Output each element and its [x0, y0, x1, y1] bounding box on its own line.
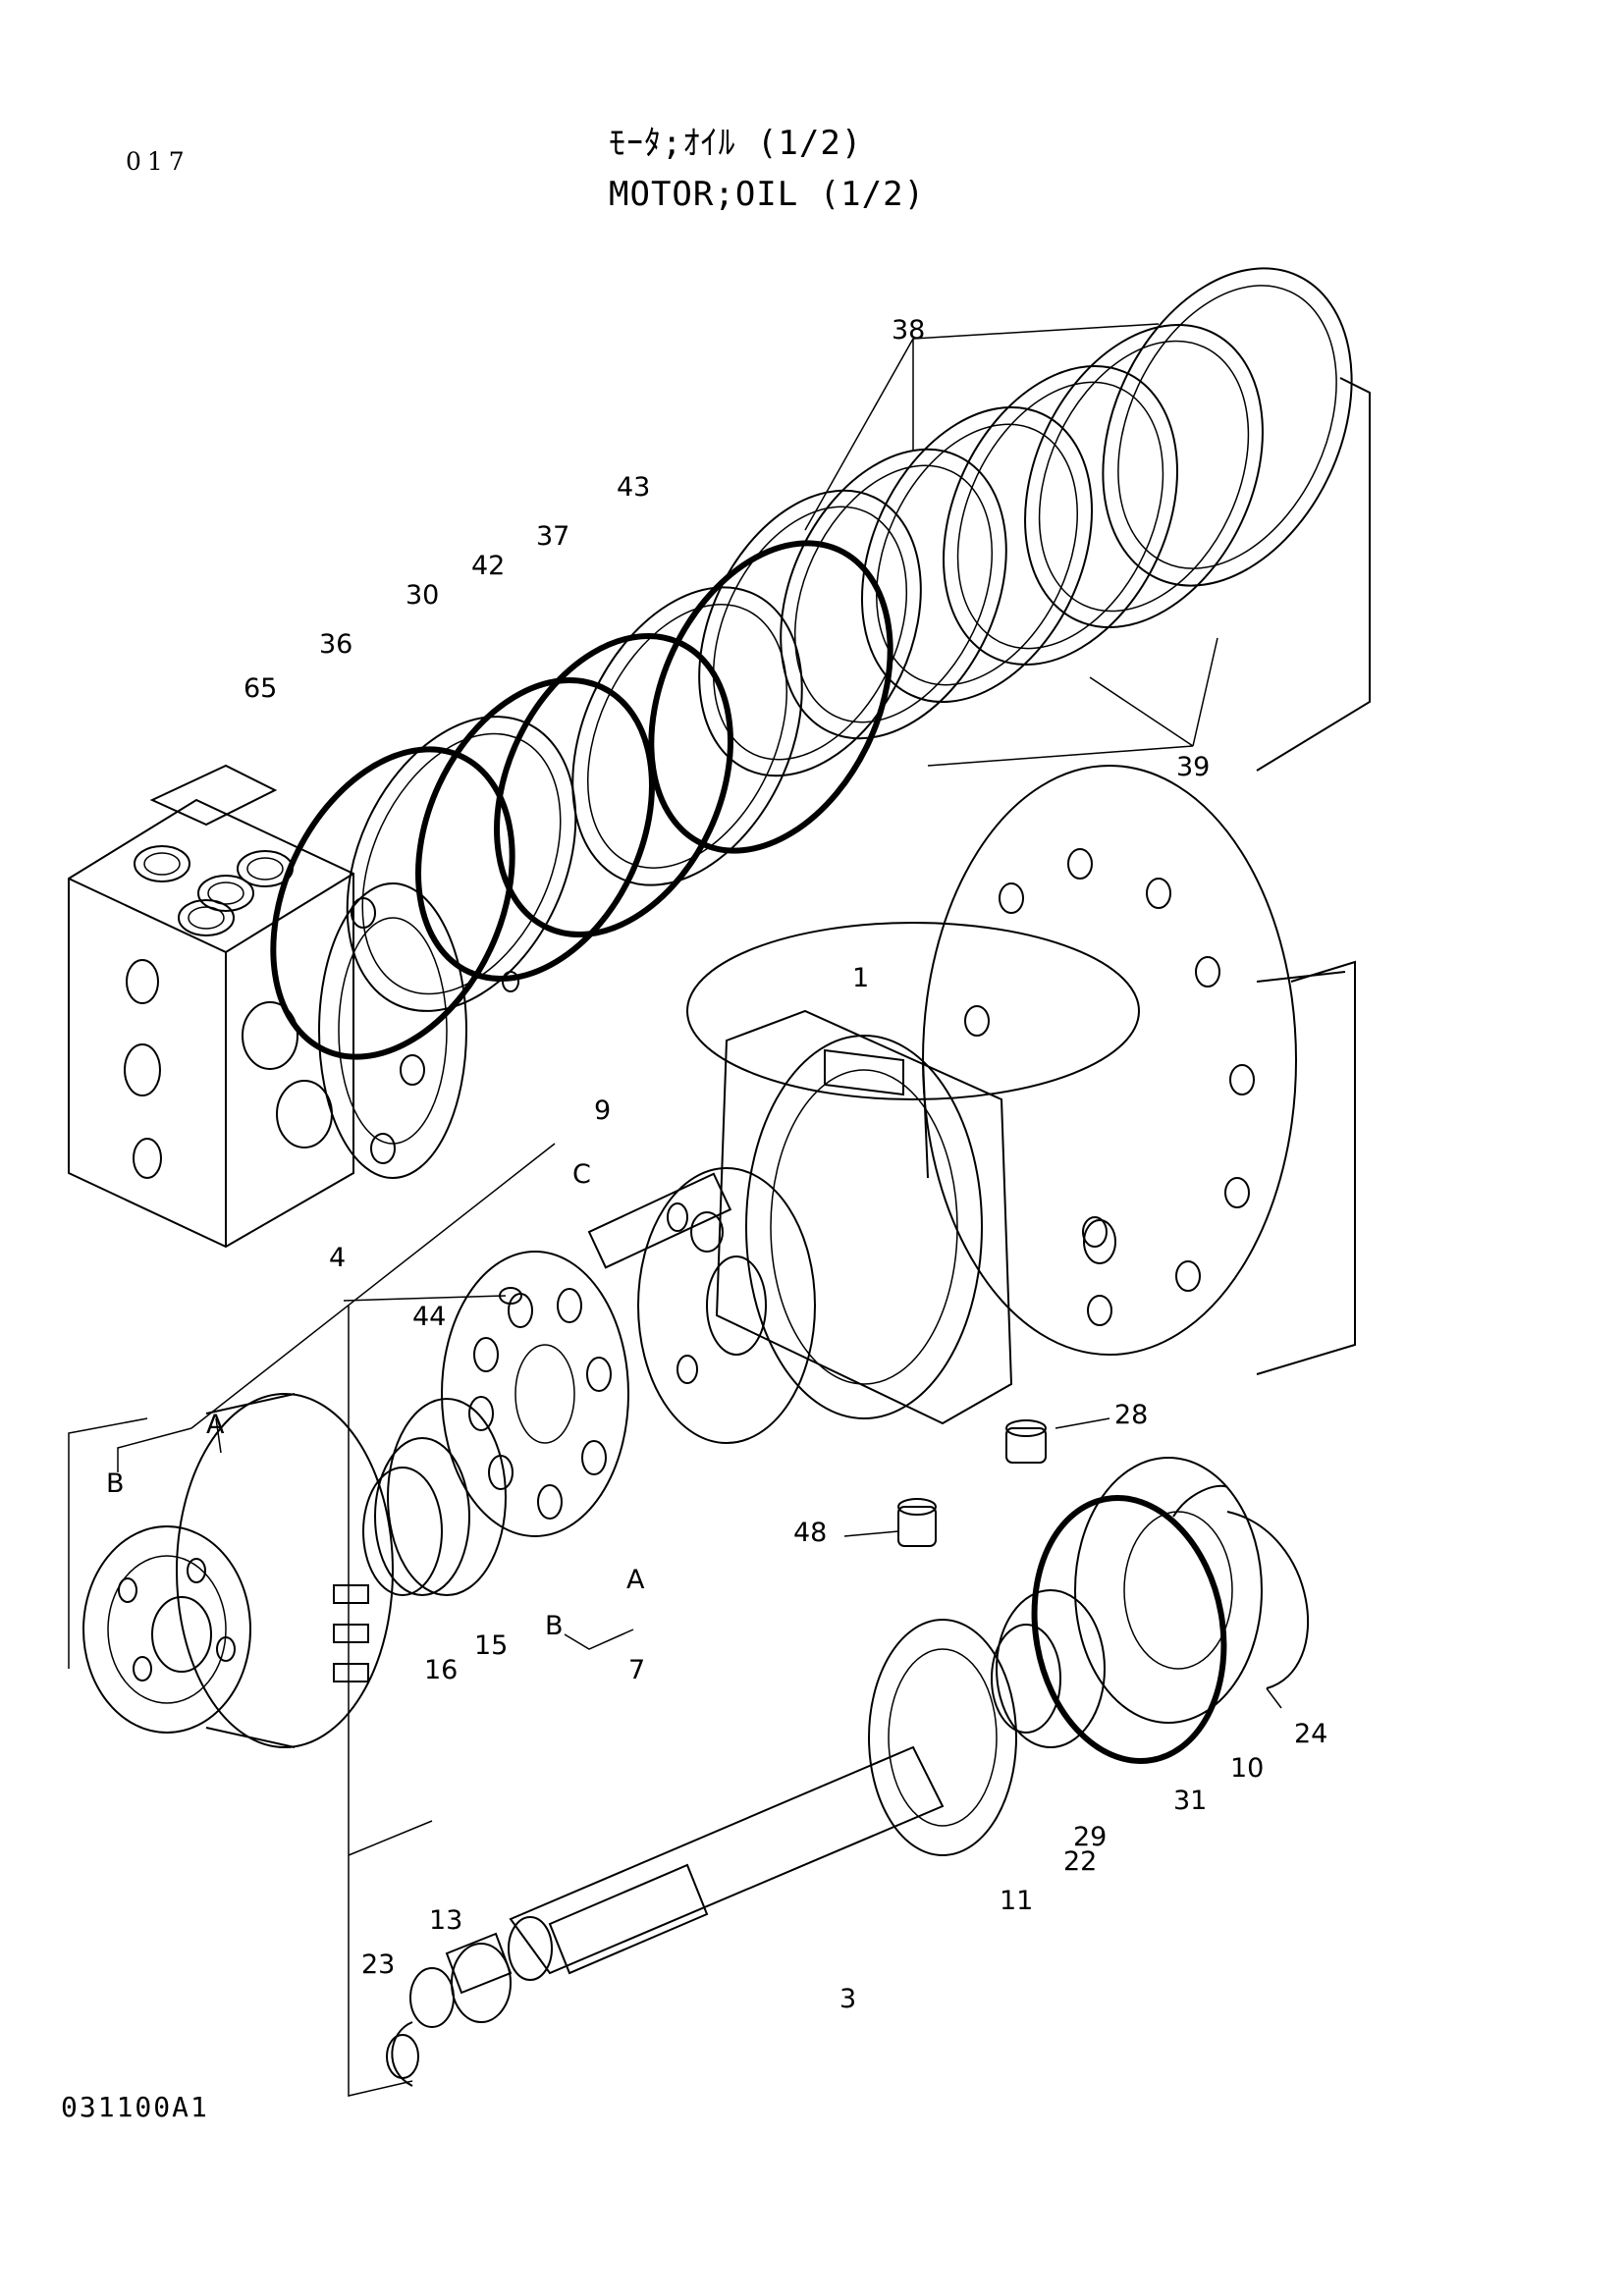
o-ring-43 [648, 540, 893, 854]
callout-7: 7 [628, 1655, 645, 1685]
o-ring-65 [270, 746, 515, 1060]
callout-42: 42 [471, 551, 505, 581]
spring-assembly [362, 1398, 507, 1596]
callout-38: 38 [892, 315, 925, 346]
callout-4: 4 [329, 1243, 346, 1273]
callout-a-left: A [206, 1410, 225, 1440]
callout-44: 44 [412, 1302, 446, 1332]
callout-13: 13 [429, 1905, 462, 1936]
callout-b-left: B [106, 1468, 125, 1499]
valve-plate [587, 1167, 816, 1444]
callout-a-right: A [626, 1565, 645, 1595]
callout-15: 15 [474, 1630, 508, 1661]
callout-11: 11 [1000, 1886, 1033, 1916]
callout-31: 31 [1173, 1786, 1207, 1816]
callout-37: 37 [536, 521, 569, 552]
callout-29: 29 [1073, 1822, 1107, 1852]
valve-block [68, 764, 467, 1249]
callout-3: 3 [839, 1984, 856, 2014]
callout-c: C [572, 1159, 591, 1190]
callout-43: 43 [617, 472, 650, 503]
callout-1: 1 [852, 963, 869, 993]
callout-16: 16 [424, 1655, 458, 1685]
callout-30: 30 [406, 580, 439, 611]
callout-10: 10 [1230, 1753, 1264, 1784]
callout-24: 24 [1294, 1719, 1327, 1749]
callout-28: 28 [1114, 1400, 1148, 1430]
callout-48: 48 [793, 1518, 827, 1548]
callout-36: 36 [319, 629, 352, 660]
leader-lines [68, 1143, 1282, 2097]
callout-labels: 38 39 43 37 42 30 36 65 1 9 C 4 44 A B 2… [106, 315, 1327, 2014]
callout-65: 65 [243, 673, 277, 704]
o-ring-42 [494, 632, 733, 938]
seal-ring-stack [270, 267, 1371, 1060]
callout-39: 39 [1176, 752, 1210, 782]
callout-22: 22 [1063, 1846, 1097, 1877]
o-ring-30 [415, 676, 655, 983]
housing [667, 922, 1140, 1425]
drawing-code: 031100A1 [61, 2091, 209, 2123]
title-japanese: ﾓｰﾀ;ｵｲﾙ (1/2) [609, 124, 863, 163]
drive-shaft [451, 1457, 1310, 2023]
motor-casing [922, 765, 1356, 1375]
page-number: 017 [126, 147, 190, 176]
retainer-plate [441, 971, 629, 1537]
callout-9: 9 [594, 1095, 611, 1126]
callout-b-right: B [545, 1611, 564, 1641]
small-parts [386, 1419, 1047, 2087]
title-english: MOTOR;OIL (1/2) [609, 175, 926, 214]
cylinder-block [82, 1393, 394, 1748]
callout-23: 23 [361, 1949, 395, 1980]
o-ring-31 [1031, 1495, 1227, 1764]
